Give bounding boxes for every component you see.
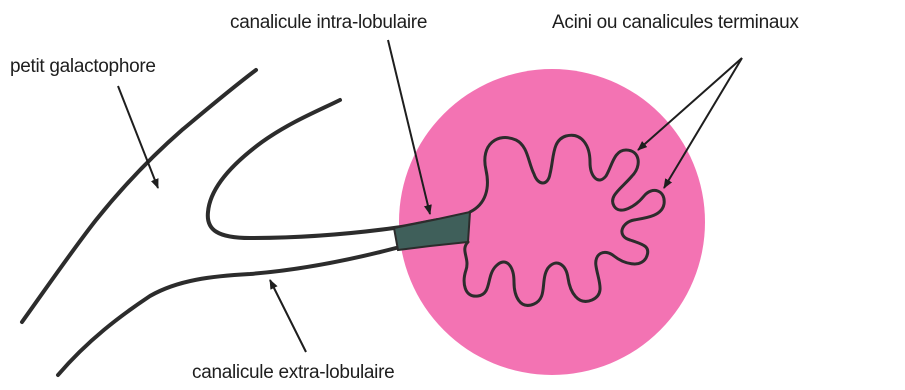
- galactophore-outer-wall: [22, 70, 256, 322]
- arrow-acini-2: [664, 58, 742, 188]
- arrow-canalicule-extra: [270, 280, 306, 352]
- label-petit-galactophore: petit galactophore: [10, 56, 156, 78]
- label-canalicule-extra-lobulaire: canalicule extra-lobulaire: [192, 362, 394, 384]
- label-canalicule-intra-lobulaire: canalicule intra-lobulaire: [230, 12, 427, 34]
- extra-lobular-duct-wall: [58, 248, 396, 375]
- label-acini-canalicules-terminaux: Acini ou canalicules terminaux: [552, 12, 799, 34]
- arrow-acini-1: [638, 58, 742, 150]
